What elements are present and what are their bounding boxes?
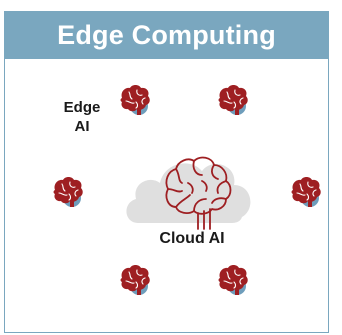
cloud-ai-label: Cloud AI [159,230,225,247]
brain-icon [218,265,248,295]
cloud-icon [126,156,251,230]
edge-ai-label: Edge AI [63,99,101,135]
edge-device-node [215,82,251,118]
cloud-node [120,137,260,233]
diagram-title: Edge Computing [57,20,276,50]
edge-device-node [215,262,251,298]
diagram-frame: Edge Computing [4,11,329,333]
brain-icon [120,265,150,295]
edge-device-node [50,174,86,210]
edge-device-node [117,262,153,298]
brain-outline-icon [165,156,232,230]
brain-icon [120,85,150,115]
edge-device-node [288,174,324,210]
edge-device-node [117,82,153,118]
brain-icon [218,85,248,115]
brain-icon [53,177,83,207]
brain-icon [291,177,321,207]
header-bar: Edge Computing [5,12,328,59]
